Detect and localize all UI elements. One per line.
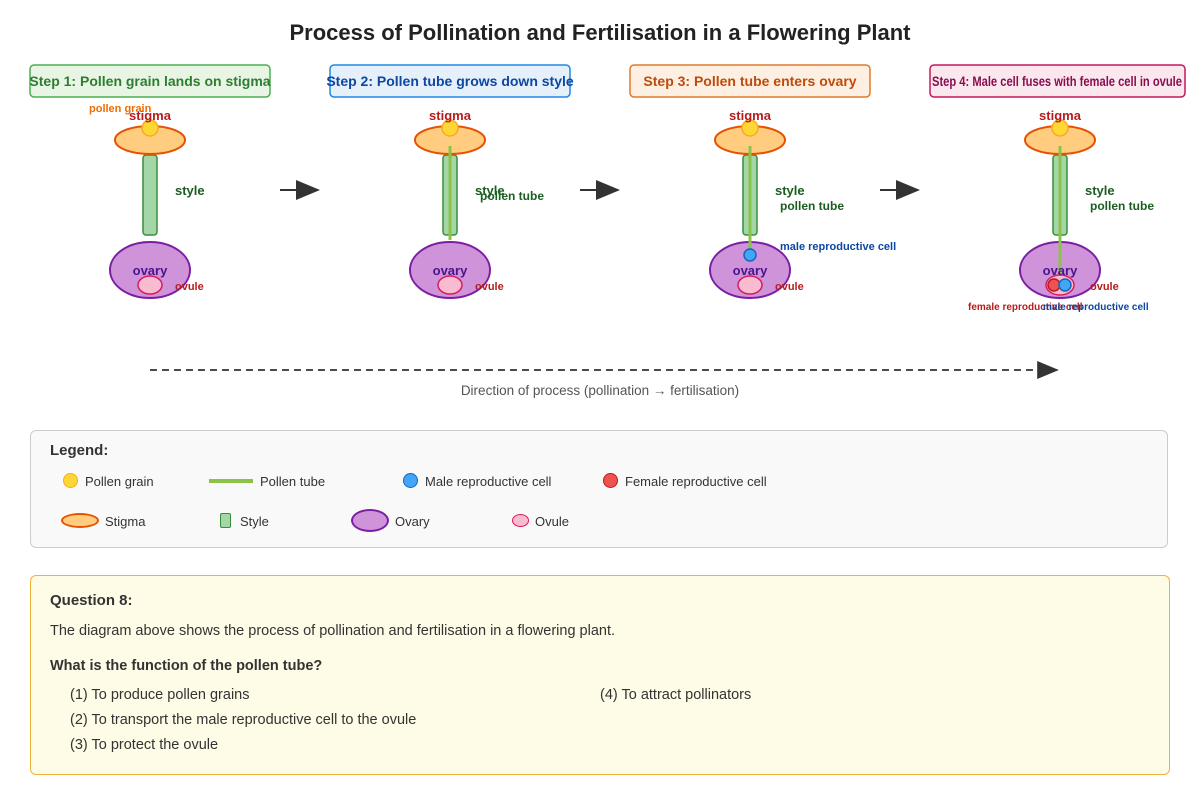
style-label: style	[775, 183, 805, 198]
male-cell-legend-icon	[403, 473, 418, 488]
ovary-shape	[109, 241, 191, 299]
option-1[interactable]: (1) To produce pollen grains	[70, 687, 250, 703]
ovule-legend-icon	[512, 514, 529, 527]
question-prompt: What is the function of the pollen tube?	[50, 658, 323, 674]
style-shape	[142, 154, 158, 236]
male-cell-label: male reproductive cell	[780, 241, 896, 253]
pollen-grain-shape	[441, 119, 459, 137]
legend-male-cell: Male reproductive cell	[425, 474, 552, 489]
style-label: style	[1085, 183, 1115, 198]
pollen-tube-legend-icon	[209, 479, 253, 483]
stigma-label: stigma	[429, 108, 472, 123]
stigma-label: stigma	[729, 108, 772, 123]
pollen-grain-shape	[1051, 119, 1069, 137]
step-3-label: Step 3: Pollen tube enters ovary	[643, 73, 856, 89]
ovule-label: ovule	[475, 281, 504, 293]
legend-ovule: Ovule	[535, 514, 569, 529]
male-cell-shape	[743, 248, 757, 262]
legend-style: Style	[240, 514, 269, 529]
step-4: Step 4: Male cell fuses with female cell…	[929, 64, 1186, 313]
ovule-shape	[737, 275, 763, 295]
legend-stigma: Stigma	[105, 514, 146, 529]
step-2-box	[329, 64, 571, 98]
ovule-label: ovule	[175, 281, 204, 293]
stigma-label: stigma	[129, 108, 172, 123]
ovary-legend-icon	[351, 509, 389, 532]
process-diagram: Process of Pollination and Fertilisation…	[29, 20, 1186, 398]
page-title: Process of Pollination and Fertilisation…	[290, 20, 912, 45]
ovary-shape	[409, 241, 491, 299]
legend-pollen-grain: Pollen grain	[85, 474, 154, 489]
step-3-box	[629, 64, 871, 98]
step-1-box	[29, 64, 271, 98]
female-cell-legend-icon	[603, 473, 618, 488]
stigma-legend-icon	[61, 513, 99, 528]
female-cell-label: female reproductive cell	[968, 302, 1083, 313]
pollen-tube-label: pollen tube	[1090, 199, 1154, 213]
step-4-label: Step 4: Male cell fuses with female cell…	[932, 73, 1182, 89]
style-label: style	[475, 183, 505, 198]
step-2-label: Step 2: Pollen tube grows down style	[326, 73, 574, 89]
ovule-label: ovule	[1090, 281, 1119, 293]
option-4[interactable]: (4) To attract pollinators	[600, 687, 752, 703]
legend-title: Legend:	[50, 442, 109, 459]
legend-ovary: Ovary	[395, 514, 430, 529]
step-1-label: Step 1: Pollen grain lands on stigma	[29, 73, 270, 89]
stigma-label: stigma	[1039, 108, 1082, 123]
pollen-grain-label: pollen grain	[89, 103, 152, 115]
question-title: Question 8:	[50, 592, 133, 609]
pollen-grain-legend-icon	[63, 473, 78, 488]
legend-female-cell: Female reproductive cell	[625, 474, 767, 489]
male-cell-label: male reproductive cell	[1043, 302, 1149, 313]
pollen-tube-label: pollen tube	[780, 199, 844, 213]
ovary-label: ovary	[1043, 263, 1078, 278]
style-legend-icon	[220, 513, 231, 528]
ovary-label: ovary	[733, 263, 768, 278]
question-stem: The diagram above shows the process of p…	[50, 623, 616, 639]
legend-pollen-tube: Pollen tube	[260, 474, 326, 489]
pollen-grain-shape	[741, 119, 759, 137]
ovary-label: ovary	[133, 263, 168, 278]
step-3: Step 3: Pollen tube enters ovary stigma …	[629, 64, 896, 299]
ovule-shape	[437, 275, 463, 295]
ovule-label: ovule	[775, 281, 804, 293]
pollen-grain-shape	[141, 119, 159, 137]
pollen-tube-label: pollen tube	[480, 189, 544, 203]
step-4-box	[929, 64, 1186, 98]
option-3[interactable]: (3) To protect the ovule	[70, 737, 219, 753]
female-cell-shape	[1047, 278, 1061, 292]
style-label: style	[175, 183, 205, 198]
male-cell-shape	[1058, 278, 1072, 292]
option-2[interactable]: (2) To transport the male reproductive c…	[70, 712, 417, 728]
legend: Legend: Pollen grain Pollen tube Male re…	[30, 430, 1168, 548]
ovule-shape	[137, 275, 163, 295]
step-1: Step 1: Pollen grain lands on stigma sti…	[29, 64, 271, 299]
step-2: Step 2: Pollen tube grows down style sti…	[326, 64, 574, 299]
question-box: Question 8: The diagram above shows the …	[30, 575, 1170, 775]
direction-label: Direction of process (pollination → fert…	[461, 383, 739, 398]
ovary-label: ovary	[433, 263, 468, 278]
